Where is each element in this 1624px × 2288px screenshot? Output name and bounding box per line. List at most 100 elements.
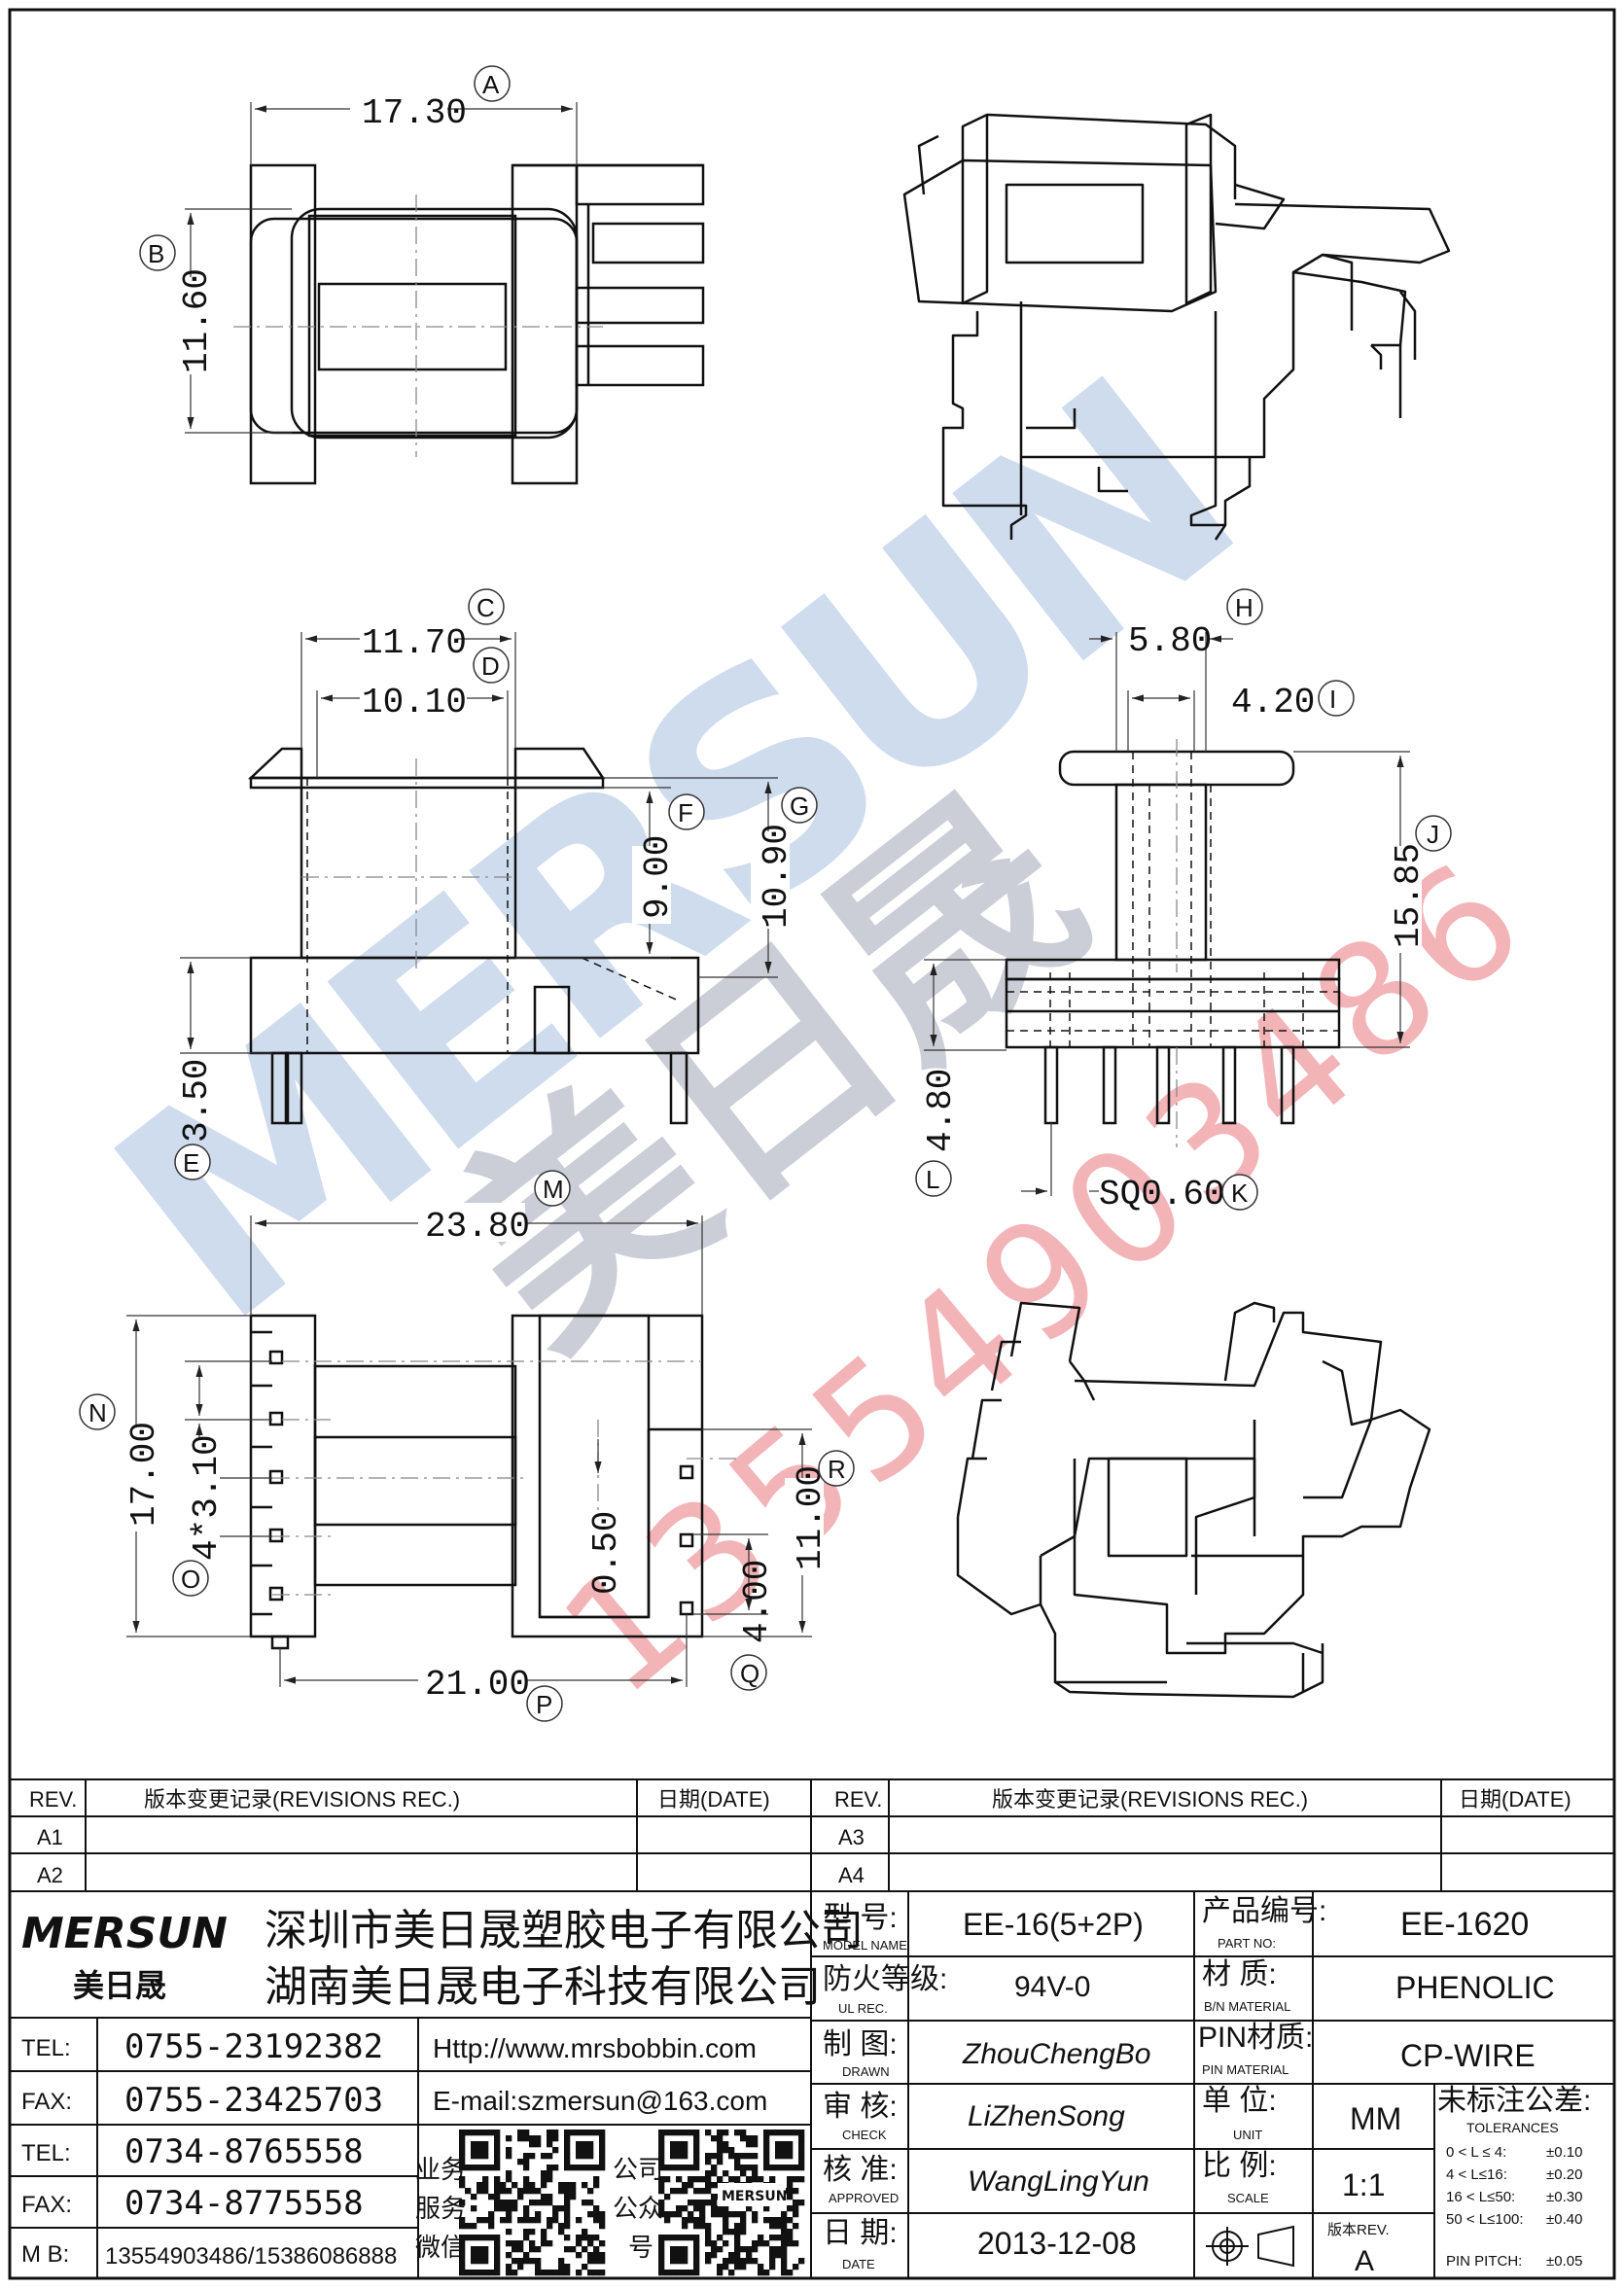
dim-C-value: 11.70: [362, 623, 467, 663]
qr-module: [494, 2147, 501, 2154]
tolerance-range: 0 < L ≤ 4:: [1446, 2144, 1506, 2161]
qr-module: [599, 2252, 606, 2259]
qr-module: [752, 2153, 759, 2160]
qr-module: [599, 2130, 606, 2136]
qr-module: [670, 2235, 677, 2241]
qr-module: [570, 2165, 577, 2171]
qr-module: [471, 2147, 477, 2154]
qr-module: [488, 2211, 495, 2218]
qr-label-right: 号: [628, 2233, 653, 2262]
qr-module: [564, 2246, 571, 2253]
qr-module: [582, 2130, 588, 2136]
tolerance-sub: TOLERANCES: [1466, 2120, 1559, 2135]
qr-module: [682, 2223, 688, 2230]
qr-module: [775, 2147, 782, 2154]
qr-module: [564, 2200, 571, 2206]
unit-value: MM: [1350, 2101, 1401, 2136]
qr-module: [658, 2141, 665, 2148]
iso-view-bottom: [956, 1301, 1431, 1699]
dim-A: 17.30 A: [250, 65, 578, 165]
qr-label-left: 业务: [415, 2155, 466, 2184]
qr-module: [676, 2246, 683, 2253]
qr-module: [798, 2147, 805, 2154]
qr-module: [506, 2211, 512, 2218]
qr-module: [547, 2270, 553, 2276]
qr-module: [693, 2240, 700, 2247]
qr-module: [494, 2188, 501, 2195]
qr-module: [529, 2188, 536, 2195]
qr-module: [664, 2176, 671, 2183]
qr-module: [740, 2264, 747, 2270]
qr-module: [688, 2182, 694, 2189]
rev-table-right: REV. 版本变更记录(REVISIONS REC.) 日期(DATE) A3 …: [834, 1787, 1571, 1887]
qr-module: [705, 2153, 712, 2160]
qr-module: [723, 2264, 729, 2270]
qr-module: [752, 2240, 759, 2247]
qr-module: [541, 2194, 547, 2200]
contact-value: 13554903486/15386086888: [105, 2243, 397, 2270]
qr-module: [711, 2205, 718, 2212]
qr-module: [547, 2194, 553, 2200]
dim-M-value: 23.80: [425, 1207, 530, 1247]
qr-module: [763, 2240, 770, 2247]
date-sub: DATE: [842, 2257, 875, 2271]
qr-module: [658, 2159, 665, 2165]
qr-module: [506, 2229, 512, 2235]
qr-module: [746, 2246, 753, 2253]
qr-module: [459, 2141, 466, 2148]
dim-F-value: 9.00: [638, 835, 678, 919]
qr-module: [582, 2165, 588, 2171]
qr-module: [763, 2159, 770, 2165]
qr-module: [587, 2130, 594, 2136]
qr-module: [682, 2182, 688, 2189]
qr-module: [763, 2135, 770, 2142]
tolerance-value: ±0.10: [1546, 2144, 1582, 2161]
qr-module: [676, 2130, 683, 2136]
qr-module: [494, 2252, 501, 2259]
qr-module: [582, 2235, 588, 2241]
bottom-view: [249, 1314, 704, 1650]
qr-module: [676, 2141, 683, 2148]
qr-module: [564, 2135, 571, 2142]
qr-module: [529, 2182, 536, 2189]
qr-module: [763, 2217, 770, 2224]
qr-module: [658, 2258, 665, 2265]
qr-module: [787, 2270, 794, 2276]
dim-B-value: 11.60: [177, 268, 217, 373]
qr-module: [488, 2194, 495, 2200]
qr-module: [587, 2147, 594, 2154]
qr-module: [781, 2235, 788, 2241]
qr-module: [482, 2130, 489, 2136]
qr-module: [728, 2211, 735, 2218]
qr-module: [787, 2176, 794, 2183]
qr-module: [558, 2205, 565, 2212]
qr-module: [781, 2211, 788, 2218]
fire-label: 防火等级:: [823, 1963, 947, 1995]
qr-module: [787, 2229, 794, 2235]
qr-module: [599, 2147, 606, 2154]
qr-module: [459, 2240, 466, 2247]
dim-Q-value: 4.00: [737, 1560, 777, 1643]
qr-module: [570, 2130, 577, 2136]
projection-symbol: [1206, 2225, 1294, 2268]
side-view: [1005, 750, 1341, 1125]
drawn-value: ZhouChengBo: [962, 2038, 1150, 2070]
qr-module: [763, 2205, 770, 2212]
qr-module: [506, 2135, 512, 2142]
qr-module: [676, 2153, 683, 2160]
qr-module: [564, 2141, 571, 2148]
qr-module: [500, 2188, 507, 2195]
qr-module: [488, 2223, 495, 2230]
qr-module: [587, 2153, 594, 2160]
contact-value: 0755-23192382: [124, 2027, 383, 2066]
qr-module: [758, 2264, 764, 2270]
qr-module: [459, 2246, 466, 2253]
qr-module: [512, 2270, 518, 2276]
qr-module: [558, 2188, 565, 2195]
qr-module: [676, 2252, 683, 2259]
qr-module: [723, 2223, 729, 2230]
qr-module: [582, 2200, 588, 2206]
qr-module: [682, 2252, 688, 2259]
qr-module: [676, 2188, 683, 2195]
dim-F-tag: F: [678, 798, 693, 827]
